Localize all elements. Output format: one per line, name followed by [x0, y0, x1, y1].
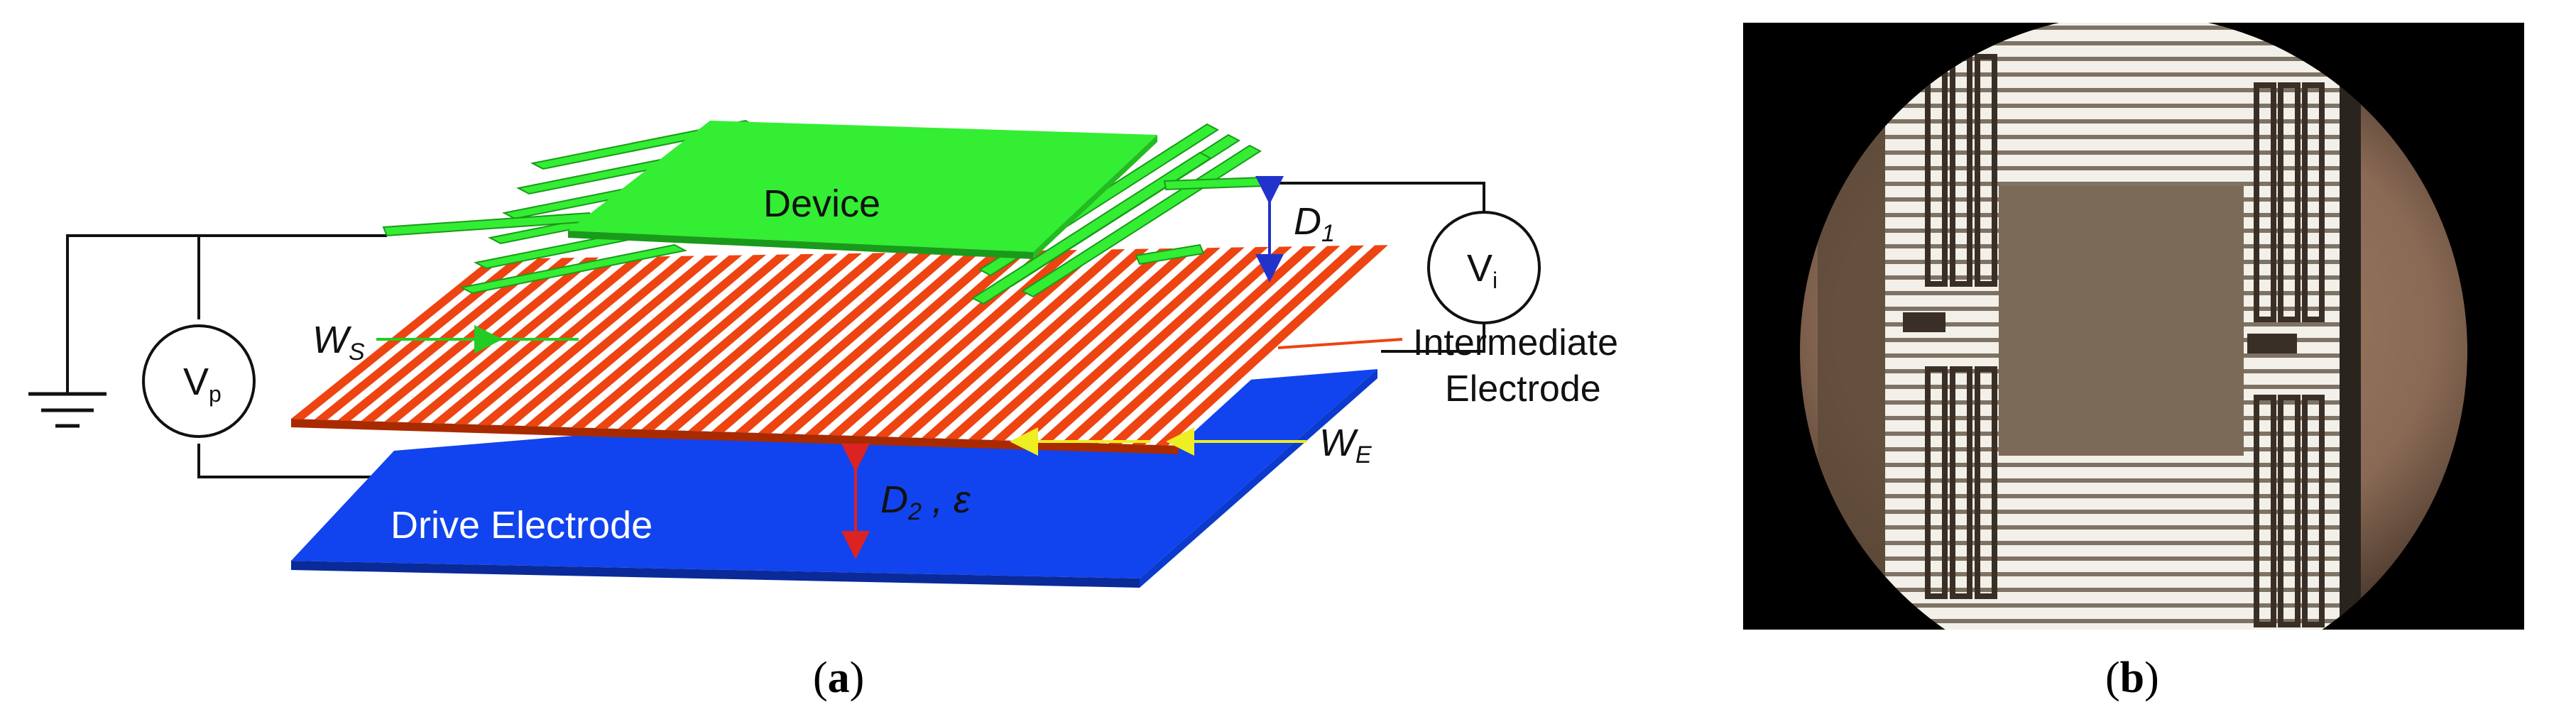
intermediate-stripe [688, 252, 910, 432]
vi-label: V [1467, 247, 1492, 290]
intermediate-stripe [618, 253, 839, 429]
device-plate [568, 121, 1157, 252]
intermediate-stripe [594, 253, 814, 429]
intermediate-stripe [641, 253, 862, 430]
intermediate-stripe [478, 256, 694, 425]
vi-sub: i [1492, 268, 1497, 293]
intermediate-stripe [828, 250, 1054, 436]
intermediate-stripe [1108, 246, 1341, 444]
svg-text:Vi: Vi [1467, 247, 1497, 293]
d1-gap-arrow: D1 [1255, 176, 1335, 283]
svg-text:WE: WE [1319, 422, 1372, 468]
intermediate-stripe [1132, 245, 1365, 445]
d1-sub: 1 [1321, 220, 1335, 247]
d2-gap-arrow: D2 , ε [841, 444, 971, 559]
voltmeter-vp: Vp [142, 324, 256, 438]
intermediate-stripe [1015, 247, 1245, 441]
ground-icon [28, 392, 107, 428]
intermediate-stripe [1085, 246, 1316, 444]
intermediate-stripe [524, 255, 743, 427]
intermediate-stripe [547, 254, 767, 427]
intermediate-stripe [1155, 245, 1388, 446]
vp-sub: p [209, 381, 222, 407]
intermediate-stripe [665, 253, 886, 431]
caption-a: (a) [813, 654, 864, 702]
vp-label: V [183, 361, 209, 403]
svg-text:WS: WS [312, 319, 365, 366]
svg-text:Vp: Vp [183, 361, 222, 407]
ws-sub: S [349, 339, 365, 366]
device-label: Device [763, 182, 880, 225]
device-layer: Device [382, 119, 1267, 305]
microscope-photo [1800, 23, 2467, 630]
intermediate-stripe [922, 248, 1149, 439]
drive-electrode-label: Drive Electrode [391, 504, 653, 547]
intermediate-stripe [758, 251, 982, 434]
d2-suffix: , ε [922, 478, 971, 521]
intermediate-stripe [968, 248, 1197, 440]
we-label: W [1319, 422, 1359, 464]
photo-device-plate [1999, 186, 2244, 456]
caption-b: (b) [2105, 654, 2159, 702]
intermediate-stripe [851, 250, 1077, 437]
intermediate-stripe [945, 248, 1173, 439]
intermediate-stripe [1038, 246, 1269, 442]
circuit-wires [66, 182, 1485, 478]
d2-sub: 2 [907, 498, 922, 525]
intermediate-stripe [991, 247, 1221, 441]
ws-label: W [312, 319, 352, 361]
intermediate-stripe [571, 254, 790, 428]
we-sub: E [1355, 441, 1372, 468]
intermediate-pointer: Intermediate Electrode [1277, 322, 1618, 410]
intermediate-stripe [781, 251, 1005, 434]
intermediate-stripe [1061, 246, 1293, 443]
d1-label: D [1294, 200, 1321, 243]
ws-arrow: WS [312, 319, 579, 366]
intermediate-stripe [711, 252, 934, 432]
intermediate-stripe [735, 251, 958, 433]
intermediate-stripe [898, 249, 1125, 438]
intermediate-label-line1: Intermediate [1413, 322, 1618, 363]
svg-text:D2 , ε: D2 , ε [880, 478, 971, 525]
intermediate-stripe [875, 249, 1101, 437]
intermediate-stripe [804, 251, 1030, 435]
intermediate-label-line2: Electrode [1445, 368, 1601, 410]
panel-a: Vp Vi Drive Electrode [28, 119, 1618, 702]
intermediate-stripe [501, 255, 719, 426]
d2-label: D [880, 478, 908, 521]
intermediate-electrode-layer [291, 245, 1399, 454]
svg-text:D1: D1 [1294, 200, 1335, 247]
panel-b: (b) [1743, 23, 2524, 702]
we-arrow: WE [1010, 422, 1372, 468]
voltmeter-vi: Vi [1427, 211, 1541, 324]
